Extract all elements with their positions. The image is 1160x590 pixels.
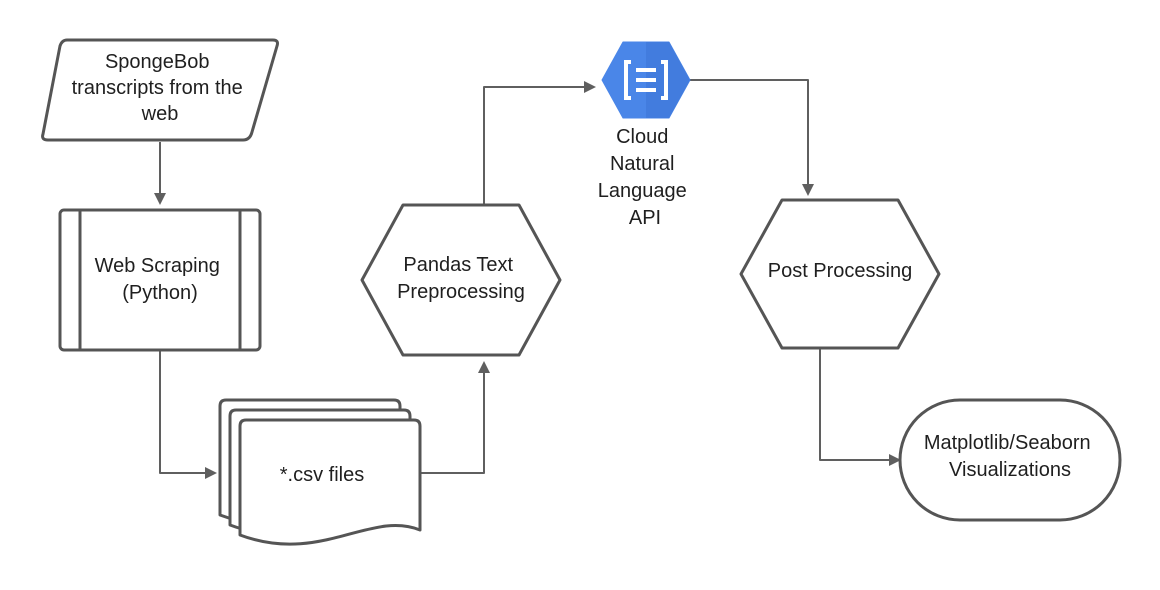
edge-source-to-scraping [154,142,166,205]
edge-scraping-to-csv [159,350,217,479]
viz-label: Matplotlib/Seaborn Visualizations [924,432,1096,481]
nlapi-node: Cloud Natural Language API [598,41,693,229]
scraping-label: Web Scraping (Python) [95,255,226,304]
viz-terminator-shape [898,398,1122,522]
viz-node: Matplotlib/Seaborn Visualizations [898,398,1122,522]
pandas-node: Pandas Text Preprocessing [360,203,562,357]
nlapi-label: Cloud Natural Language API [598,126,693,229]
csv-document-front [238,418,422,546]
csv-node: *.csv files [218,398,422,546]
source-node: SpongeBob transcripts from the web [41,38,279,142]
cloud-natural-language-icon [601,41,691,119]
edge-pandas-to-nlapi [483,81,596,205]
post-node: Post Processing [739,198,941,350]
source-label: SpongeBob transcripts from the web [72,51,249,125]
pandas-label: Pandas Text Preprocessing [397,254,525,303]
source-parallelogram-shape [41,38,279,142]
csv-label: *.csv files [280,464,364,486]
scraping-node: Web Scraping (Python) [58,208,262,352]
pandas-hexagon-shape [360,203,562,357]
post-hexagon-shape [739,198,941,350]
post-label: Post Processing [768,260,913,282]
edge-post-to-viz [819,348,901,466]
edge-nlapi-to-post [689,79,814,196]
edge-csv-to-pandas [420,361,490,474]
scraping-process-shape [58,208,262,352]
connectors [154,79,901,479]
